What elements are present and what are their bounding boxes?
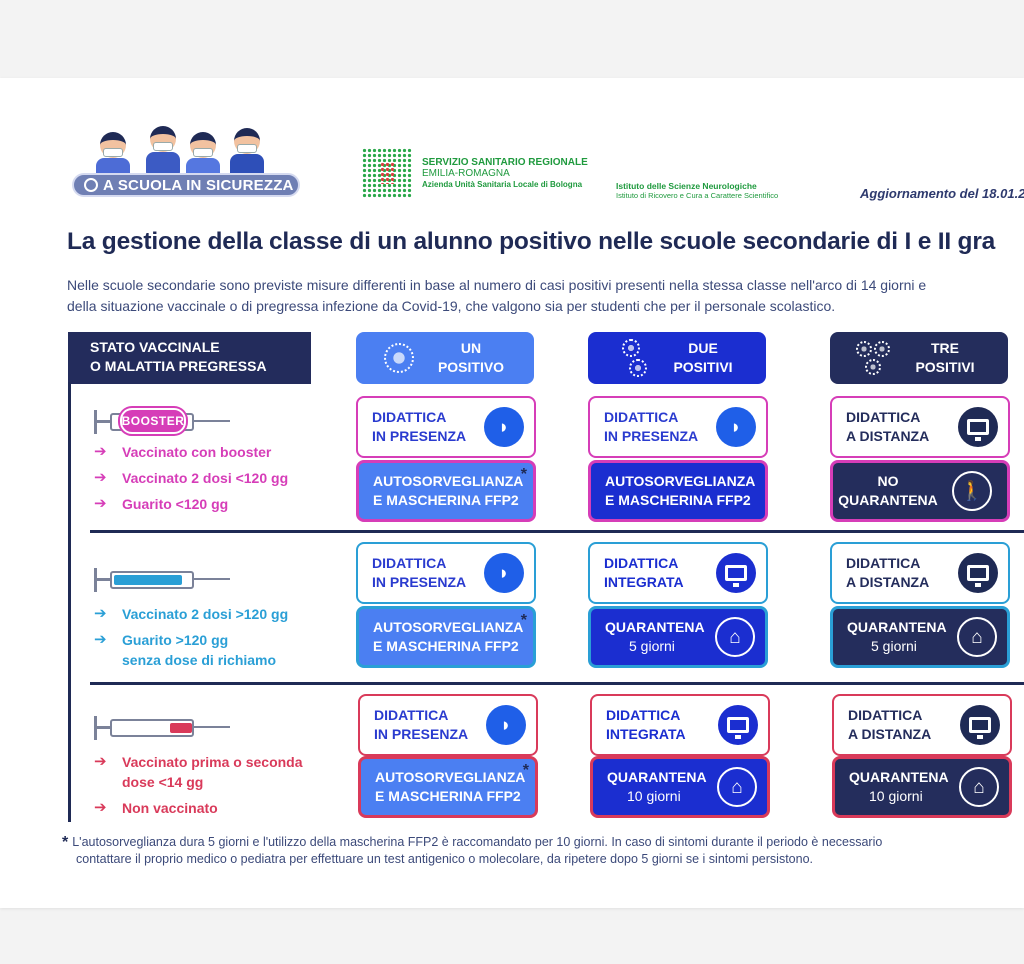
update-date: Aggiornamento del 18.01.2 [860,186,1024,201]
asterisk-marker: * [520,612,527,629]
mask-icon: ◗ [716,407,756,447]
computer-icon [718,705,758,745]
virus-icon [611,339,651,377]
group1-conditions: ➔Vaccinato con booster ➔Vaccinato 2 dosi… [94,443,289,512]
computer-icon [716,553,756,593]
computer-icon [960,705,1000,745]
asterisk-marker: * [522,762,529,779]
house-icon: ⌂ [957,617,997,657]
header-stato-vaccinale: STATO VACCINALE O MALATTIA PREGRESSA [68,332,311,384]
page-title: La gestione della classe di un alunno po… [67,228,996,255]
arrow-icon: ➔ [94,443,107,460]
isn-logo: Istituto delle Scienze Neurologiche Isti… [616,181,778,201]
row-separator [90,682,1024,685]
house-icon: ⌂ [959,767,999,807]
arrow-icon: ➔ [94,799,107,816]
ssr-dots-icon [362,148,412,198]
a-scuola-in-sicurezza-logo: A SCUOLA IN SICUREZZA [70,120,302,212]
arrow-icon: ➔ [94,469,107,486]
asterisk-marker: * [520,466,527,483]
row-separator [90,530,1024,533]
isn-line2: Istituto di Ricovero e Cura a Carattere … [616,191,779,200]
group2-conditions: ➔Vaccinato 2 dosi >120 gg ➔Guarito >120 … [94,605,289,668]
intro-text: Nelle scuole secondarie sono previste mi… [67,277,927,314]
ssr-line1: SERVIZIO SANITARIO REGIONALE [422,156,588,168]
group3-conditions: ➔Vaccinato prima o seconda dose <14 gg ➔… [94,753,303,816]
house-icon: ⌂ [715,617,755,657]
ssr-line3: Azienda Unità Sanitaria Locale di Bologn… [422,179,583,189]
infographic-page: A SCUOLA IN SICUREZZA SERVIZIO SANITARIO… [0,78,1024,908]
syringe-icon [94,566,234,594]
virus-icon [379,343,419,373]
footnote: *L'autosorveglianza dura 5 giorni e l'ut… [62,834,883,866]
isn-line1: Istituto delle Scienze Neurologiche [616,181,757,191]
booster-label: BOOSTER [120,408,186,434]
mask-icon: ◗ [484,407,524,447]
virus-icon [853,341,893,375]
syringe-icon [94,714,234,742]
mask-icon: ◗ [484,553,524,593]
kid-illustration [142,120,182,190]
house-icon: ⌂ [717,767,757,807]
computer-icon [958,553,998,593]
ssr-line2: EMILIA-ROMAGNA [422,167,510,179]
ssr-emilia-romagna-logo: SERVIZIO SANITARIO REGIONALE EMILIA-ROMA… [362,148,588,198]
computer-icon [958,407,998,447]
arrow-icon: ➔ [94,631,107,648]
arrow-icon: ➔ [94,753,107,770]
virus-icon [84,178,98,192]
arrow-icon: ➔ [94,605,107,622]
walking-person-icon: 🚶 [951,471,992,511]
syringe-icon: BOOSTER [94,408,234,436]
table-left-rule [68,382,71,822]
logo-badge: A SCUOLA IN SICUREZZA [72,173,300,197]
arrow-icon: ➔ [94,495,107,512]
kid-illustration [226,122,266,192]
mask-icon: ◗ [486,705,526,745]
